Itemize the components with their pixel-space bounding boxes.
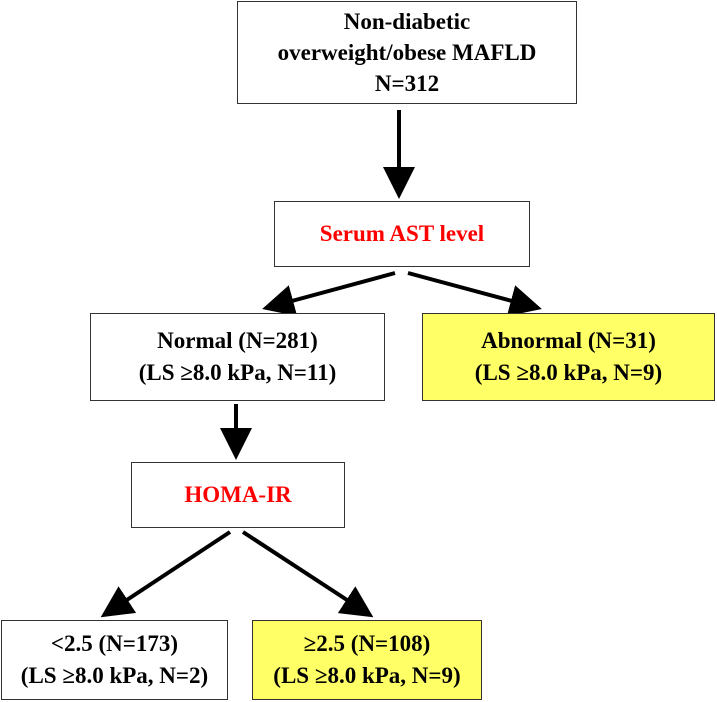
homa-ir-label: HOMA-IR (184, 482, 292, 507)
arrow-homa-to-high (241, 530, 374, 618)
serum-ast-criterion-box: Serum AST level (274, 201, 530, 267)
arrow-ast-to-abnormal (407, 271, 542, 317)
abnormal-ast-box: Abnormal (N=31) (LS ≥8.0 kPa, N=9) (422, 313, 715, 401)
root-line-2: overweight/obese MAFLD (277, 40, 537, 65)
normal-line-2: (LS ≥8.0 kPa, N=11) (138, 360, 337, 385)
low-line-2: (LS ≥8.0 kPa, N=2) (20, 663, 209, 688)
normal-ast-box: Normal (N=281) (LS ≥8.0 kPa, N=11) (90, 313, 385, 401)
arrow-ast-to-normal (262, 271, 396, 317)
root-line-1: Non-diabetic (343, 9, 471, 34)
high-line-1: ≥2.5 (N=108) (303, 631, 431, 656)
root-cohort-box: Non-diabetic overweight/obese MAFLD N=31… (237, 1, 577, 104)
low-line-1: <2.5 (N=173) (50, 631, 179, 656)
homa-ir-criterion-box: HOMA-IR (131, 462, 345, 528)
arrow-homa-to-low (100, 530, 232, 618)
high-line-2: (LS ≥8.0 kPa, N=9) (273, 663, 461, 688)
abnormal-line-1: Abnormal (N=31) (481, 328, 656, 353)
abnormal-line-2: (LS ≥8.0 kPa, N=9) (474, 360, 663, 385)
normal-line-1: Normal (N=281) (157, 328, 318, 353)
homa-low-box: <2.5 (N=173) (LS ≥8.0 kPa, N=2) (1, 620, 228, 700)
homa-high-box: ≥2.5 (N=108) (LS ≥8.0 kPa, N=9) (252, 620, 482, 700)
serum-ast-label: Serum AST level (319, 221, 485, 246)
root-line-3: N=312 (374, 71, 440, 96)
